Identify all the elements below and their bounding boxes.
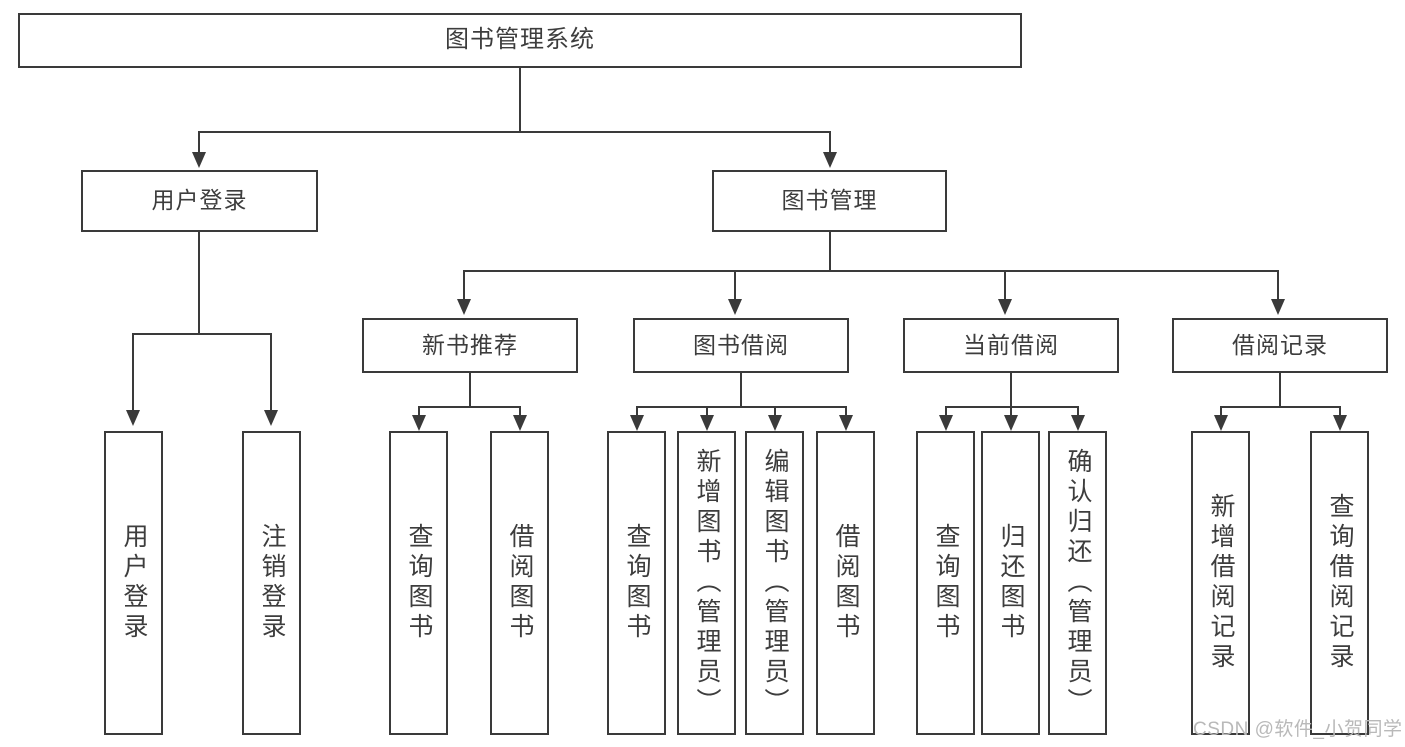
connector-cb-stem	[1010, 373, 1012, 407]
leaf-nbr-borrow-book[interactable]: 借阅图书	[490, 431, 549, 735]
connector-br-bar	[1220, 406, 1341, 408]
node-label: 用户登录	[120, 523, 148, 643]
node-label: 注销登录	[258, 523, 286, 643]
leaf-bb-borrow-book[interactable]: 借阅图书	[816, 431, 875, 735]
node-borrow-record[interactable]: 借阅记录	[1172, 318, 1388, 373]
connector-br-stem	[1279, 373, 1281, 407]
connector-bb-to-leaf-2	[706, 406, 708, 416]
connector-root-stem	[519, 68, 521, 132]
connector-user-login-to-leaf-2	[270, 333, 272, 411]
watermark: CSDN @软件_小贺同学	[1193, 719, 1403, 740]
node-label: 图书管理系统	[445, 26, 595, 54]
arrow-bm-to-borrow-record	[1271, 299, 1285, 315]
node-user-login[interactable]: 用户登录	[81, 170, 318, 232]
connector-nbr-to-leaf-1	[418, 406, 420, 416]
arrow-user-login-to-leaf-2	[264, 410, 278, 426]
node-label: 新增借阅记录	[1207, 493, 1235, 673]
connector-cb-to-leaf-2	[1010, 406, 1012, 416]
node-label: 查询借阅记录	[1326, 493, 1354, 673]
arrow-nbr-to-leaf-2	[513, 415, 527, 431]
node-label: 当前借阅	[963, 331, 1059, 358]
connector-bm-to-borrow-record	[1277, 270, 1279, 300]
leaf-cb-return-book[interactable]: 归还图书	[981, 431, 1040, 735]
connector-br-to-leaf-2	[1339, 406, 1341, 416]
node-label: 新增图书（管理员）	[693, 448, 721, 718]
arrow-br-to-leaf-2	[1333, 415, 1347, 431]
arrow-cb-to-leaf-2	[1004, 415, 1018, 431]
connector-book-management-bar	[463, 270, 1279, 272]
leaf-cb-confirm-return-admin[interactable]: 确认归还（管理员）	[1048, 431, 1107, 735]
connector-cb-to-leaf-3	[1077, 406, 1079, 416]
connector-nbr-bar	[418, 406, 521, 408]
node-current-borrow[interactable]: 当前借阅	[903, 318, 1119, 373]
arrow-bm-to-current-borrow	[998, 299, 1012, 315]
arrow-bb-to-leaf-3	[768, 415, 782, 431]
arrow-bb-to-leaf-4	[839, 415, 853, 431]
node-book-borrow[interactable]: 图书借阅	[633, 318, 849, 373]
connector-nbr-to-leaf-2	[519, 406, 521, 416]
leaf-br-query-record[interactable]: 查询借阅记录	[1310, 431, 1369, 735]
leaf-nbr-query-book[interactable]: 查询图书	[389, 431, 448, 735]
connector-bb-bar	[636, 406, 847, 408]
arrow-nbr-to-leaf-1	[412, 415, 426, 431]
arrow-bb-to-leaf-2	[700, 415, 714, 431]
connector-cb-to-leaf-1	[945, 406, 947, 416]
node-root-book-management-system[interactable]: 图书管理系统	[18, 13, 1022, 68]
node-label: 借阅图书	[832, 523, 860, 643]
connector-user-login-bar	[132, 333, 270, 335]
node-label: 借阅记录	[1232, 331, 1328, 358]
connector-root-to-user-login	[198, 131, 200, 153]
arrow-cb-to-leaf-1	[939, 415, 953, 431]
connector-user-login-to-leaf-1	[132, 333, 134, 411]
connector-bm-to-book-borrow	[734, 270, 736, 300]
node-new-book-recommend[interactable]: 新书推荐	[362, 318, 578, 373]
arrow-root-to-book-management	[823, 152, 837, 168]
leaf-bb-add-book-admin[interactable]: 新增图书（管理员）	[677, 431, 736, 735]
node-label: 新书推荐	[422, 331, 518, 358]
arrow-bm-to-book-borrow	[728, 299, 742, 315]
connector-bm-to-new-book	[463, 270, 465, 300]
leaf-user-login[interactable]: 用户登录	[104, 431, 163, 735]
connector-bb-to-leaf-4	[845, 406, 847, 416]
arrow-bm-to-new-book	[457, 299, 471, 315]
leaf-bb-query-book[interactable]: 查询图书	[607, 431, 666, 735]
node-label: 借阅图书	[506, 523, 534, 643]
node-label: 用户登录	[151, 187, 248, 214]
connector-book-management-stem	[829, 232, 831, 272]
arrow-root-to-user-login	[192, 152, 206, 168]
node-label: 查询图书	[932, 523, 960, 643]
node-book-management[interactable]: 图书管理	[712, 170, 947, 232]
arrow-bb-to-leaf-1	[630, 415, 644, 431]
node-label: 查询图书	[405, 523, 433, 643]
node-label: 编辑图书（管理员）	[761, 448, 789, 718]
connector-bb-to-leaf-1	[636, 406, 638, 416]
leaf-bb-edit-book-admin[interactable]: 编辑图书（管理员）	[745, 431, 804, 735]
node-label: 归还图书	[997, 523, 1025, 643]
leaf-br-add-record[interactable]: 新增借阅记录	[1191, 431, 1250, 735]
arrow-cb-to-leaf-3	[1071, 415, 1085, 431]
leaf-cb-query-book[interactable]: 查询图书	[916, 431, 975, 735]
leaf-logout[interactable]: 注销登录	[242, 431, 301, 735]
connector-bb-stem	[740, 373, 742, 407]
connector-br-to-leaf-1	[1220, 406, 1222, 416]
connector-user-login-stem	[198, 232, 200, 334]
arrow-user-login-to-leaf-1	[126, 410, 140, 426]
node-label: 图书借阅	[693, 331, 789, 358]
connector-bm-to-current-borrow	[1004, 270, 1006, 300]
node-label: 确认归还（管理员）	[1064, 448, 1092, 718]
connector-bb-to-leaf-3	[774, 406, 776, 416]
connector-nbr-stem	[469, 373, 471, 407]
node-label: 查询图书	[623, 523, 651, 643]
arrow-br-to-leaf-1	[1214, 415, 1228, 431]
connector-cb-bar	[945, 406, 1079, 408]
connector-root-to-book-management	[829, 131, 831, 153]
node-label: 图书管理	[781, 187, 878, 214]
connector-root-bar	[198, 131, 831, 133]
